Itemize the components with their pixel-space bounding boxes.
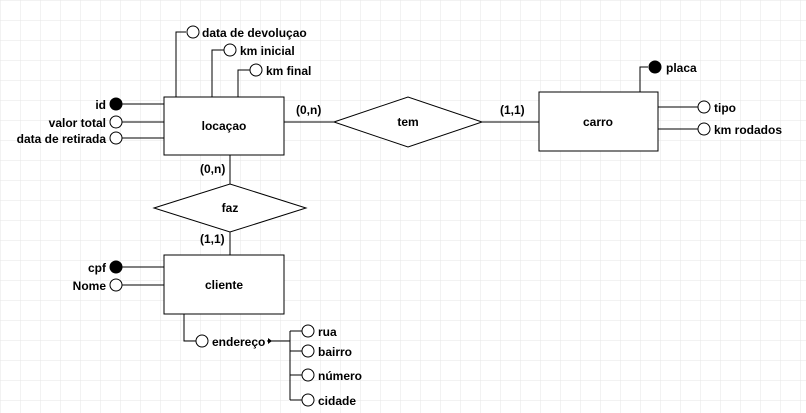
attribute-tipo-label: tipo — [714, 101, 736, 115]
attribute-numero[interactable]: número — [301, 368, 362, 383]
attribute-placa-label: placa — [666, 61, 697, 75]
attribute-rua-label: rua — [318, 325, 337, 339]
cardinality-tem-carro: (1,1) — [500, 103, 525, 117]
line-endereco — [183, 314, 196, 342]
attribute-data-devolucao[interactable]: data de devoluçao — [186, 25, 307, 40]
attribute-km-inicial-label: km inicial — [240, 44, 295, 58]
attribute-valor-total[interactable]: valor total — [49, 115, 123, 130]
connector-lines — [122, 31, 698, 401]
attribute-id[interactable]: id — [95, 97, 123, 112]
entity-cliente[interactable]: cliente — [163, 254, 285, 315]
line-placa — [639, 66, 648, 92]
relationship-faz-label: faz — [222, 201, 239, 215]
attribute-numero-label: número — [318, 369, 362, 383]
relationship-tem[interactable]: tem — [332, 96, 484, 148]
cardinality-faz-cliente: (1,1) — [200, 232, 225, 246]
entity-cliente-label: cliente — [205, 278, 243, 292]
attribute-id-label: id — [95, 98, 106, 112]
attribute-rua[interactable]: rua — [301, 324, 337, 339]
entity-locacao-label: locaçao — [202, 119, 247, 133]
entity-carro[interactable]: carro — [538, 91, 659, 152]
attribute-data-retirada-label: data de retirada — [17, 132, 107, 146]
attribute-endereco[interactable]: endereço — [195, 334, 265, 349]
line-km-inicial — [211, 49, 224, 97]
attribute-endereco-label: endereço — [212, 335, 265, 349]
attribute-nome-label: Nome — [73, 279, 107, 293]
attribute-km-rodados-label: km rodados — [714, 123, 782, 137]
attribute-cpf[interactable]: cpf — [88, 260, 123, 275]
attribute-km-inicial[interactable]: km inicial — [223, 43, 295, 58]
attribute-bairro-label: bairro — [318, 345, 352, 359]
entity-locacao[interactable]: locaçao — [163, 96, 285, 156]
cardinality-faz-locacao: (0,n) — [200, 162, 225, 176]
attribute-placa[interactable]: placa — [648, 60, 697, 75]
attribute-cidade[interactable]: cidade — [301, 393, 356, 408]
line-data-devolucao — [175, 31, 186, 97]
attribute-cpf-label: cpf — [88, 261, 107, 275]
relationship-tem-label: tem — [397, 115, 418, 129]
attribute-valor-total-label: valor total — [49, 116, 106, 130]
composite-arrow-marker — [268, 338, 272, 344]
attribute-nome[interactable]: Nome — [73, 278, 123, 293]
attribute-km-rodados[interactable]: km rodados — [697, 122, 782, 137]
cardinality-tem-locacao: (0,n) — [296, 103, 321, 117]
attribute-km-final[interactable]: km final — [249, 63, 311, 78]
attribute-km-final-label: km final — [266, 64, 311, 78]
line-km-final — [237, 69, 250, 97]
attribute-tipo[interactable]: tipo — [697, 100, 736, 115]
relationship-faz[interactable]: faz — [152, 183, 308, 233]
attribute-data-retirada[interactable]: data de retirada — [17, 131, 123, 146]
entity-carro-label: carro — [583, 115, 613, 129]
attribute-data-devolucao-label: data de devoluçao — [202, 26, 307, 40]
attribute-bairro[interactable]: bairro — [301, 344, 352, 359]
attribute-cidade-label: cidade — [318, 394, 356, 408]
